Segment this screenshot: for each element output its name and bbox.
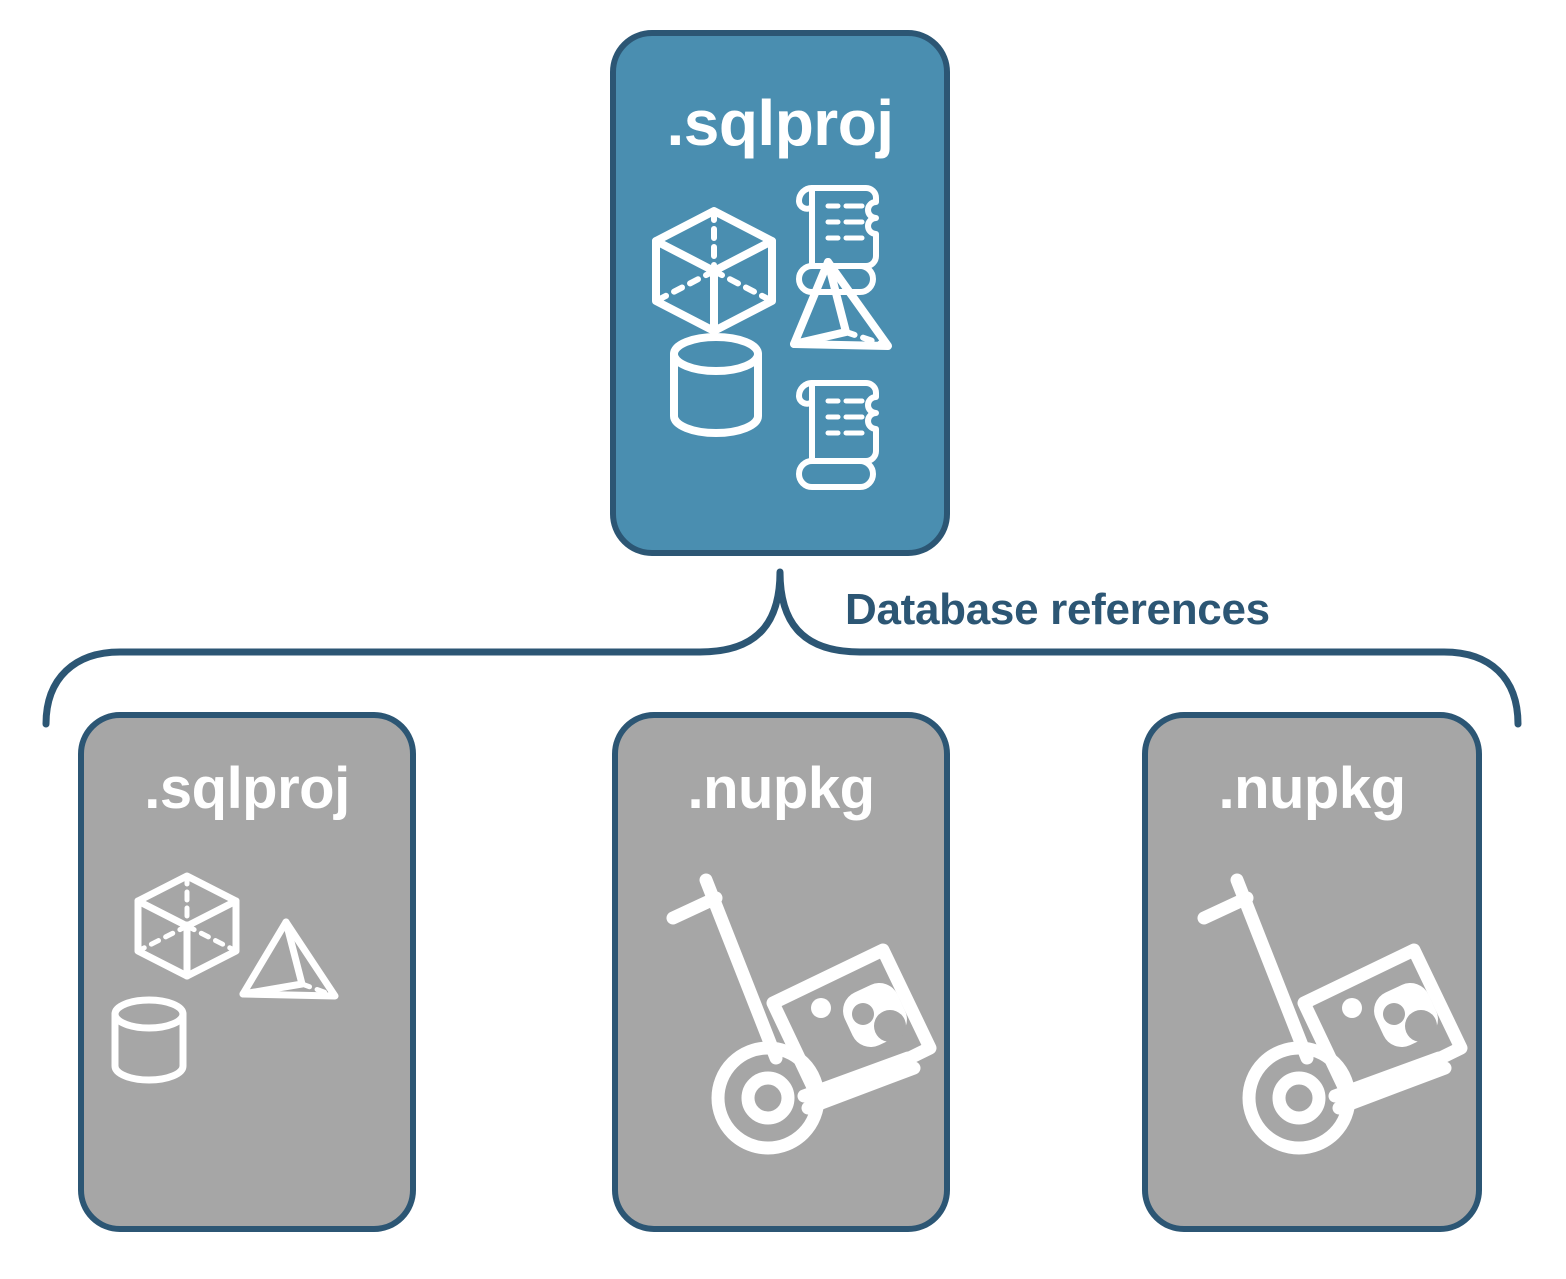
reference-node-sqlproj[interactable]: .sqlproj <box>78 712 416 1232</box>
pyramid-icon <box>790 258 892 350</box>
nuget-mark-cutouts <box>852 1003 906 1042</box>
connector-label: Database references <box>845 585 1270 634</box>
nuget-mark-icon <box>843 983 907 1047</box>
script-scroll-icon <box>796 185 879 295</box>
nuget-mark-cutouts <box>1383 1003 1437 1042</box>
cylinder-icon <box>670 333 762 437</box>
reference-node-nupkg-2[interactable]: .nupkg <box>1142 712 1482 1232</box>
nuget-mark-icon <box>1374 983 1438 1047</box>
script-scroll-icon <box>796 380 879 490</box>
root-node-label: .sqlproj <box>666 87 894 159</box>
cube-icon <box>652 207 776 335</box>
reference-node-label: .nupkg <box>1218 756 1406 821</box>
nuget-dot-icon <box>1342 998 1362 1018</box>
root-node-sqlproj[interactable]: .sqlproj <box>610 30 950 556</box>
reference-node-label: .nupkg <box>687 756 875 821</box>
pyramid-icon <box>239 918 339 1000</box>
hand-truck-package-icon <box>1197 873 1468 1155</box>
nuget-dot-icon <box>811 998 831 1018</box>
reference-node-nupkg-1[interactable]: .nupkg <box>612 712 950 1232</box>
hand-truck-package-icon <box>666 873 937 1155</box>
reference-node-label: .sqlproj <box>144 756 350 821</box>
cylinder-icon <box>111 996 187 1084</box>
cube-icon <box>134 872 240 980</box>
brace-path <box>42 568 1522 728</box>
